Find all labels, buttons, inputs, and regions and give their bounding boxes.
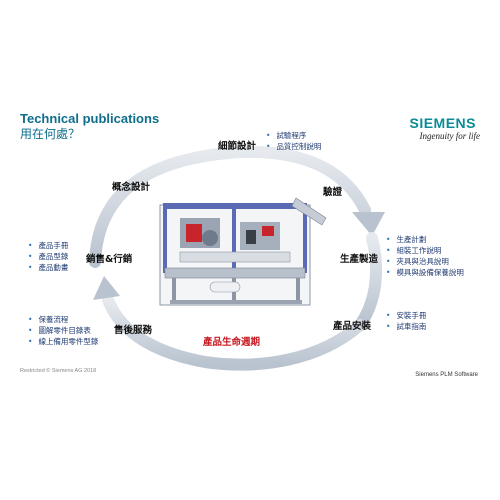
list-item: 試車指南 bbox=[386, 321, 426, 332]
list-item: 安裝手冊 bbox=[386, 310, 426, 321]
brand-tagline: Ingenuity for life bbox=[419, 131, 481, 141]
bullets-production: 生產計劃 組裝工作說明 夾具與治具說明 模具與設備保養說明 bbox=[386, 234, 464, 278]
stage-installation: 產品安裝 bbox=[333, 321, 372, 332]
list-item: 模具與設備保養說明 bbox=[386, 267, 464, 278]
list-item: 組裝工作說明 bbox=[386, 245, 464, 256]
bullets-detail-design: 試驗程序 品質控制說明 bbox=[266, 130, 321, 152]
page-subtitle: 用在何處？ bbox=[20, 127, 81, 141]
bullets-installation: 安裝手冊 試車指南 bbox=[386, 310, 426, 332]
cycle-arrow-top bbox=[89, 145, 371, 268]
stage-concept-design: 概念設計 bbox=[112, 182, 151, 193]
machine-illustration bbox=[159, 197, 327, 306]
stage-production: 生產製造 bbox=[340, 254, 379, 265]
cycle-arrowhead-right bbox=[352, 212, 385, 236]
list-item: 圖解零件目錄表 bbox=[28, 325, 98, 336]
cycle-arrow-right bbox=[356, 232, 383, 328]
copyright-notice: Restricted © Siemens AG 2018 bbox=[20, 368, 97, 374]
list-item: 線上備用零件型錄 bbox=[28, 336, 98, 347]
stage-detail-design: 細節設計 bbox=[218, 141, 257, 152]
bullets-after-sales: 保養流程 圖解零件目錄表 線上備用零件型錄 bbox=[28, 314, 98, 347]
list-item: 試驗程序 bbox=[266, 130, 321, 141]
cycle-arrowhead-left bbox=[93, 276, 120, 300]
stage-after-sales: 售後服務 bbox=[114, 325, 153, 336]
stage-verification: 驗證 bbox=[323, 187, 343, 198]
list-item: 保養流程 bbox=[28, 314, 98, 325]
list-item: 生產計劃 bbox=[386, 234, 464, 245]
list-item: 產品動畫 bbox=[28, 262, 68, 273]
stage-sales-marketing: 銷售&行銷 bbox=[86, 254, 133, 265]
bullets-sales-marketing: 產品手冊 產品型錄 產品動畫 bbox=[28, 240, 68, 273]
list-item: 品質控制說明 bbox=[266, 141, 321, 152]
siemens-logo: SIEMENS bbox=[409, 115, 476, 131]
cycle-arrow-bottom bbox=[102, 294, 366, 371]
footer-brand: Siemens PLM Software bbox=[415, 372, 478, 378]
page-title: Technical publications bbox=[20, 111, 160, 126]
list-item: 產品手冊 bbox=[28, 240, 68, 251]
list-item: 夾具與治具說明 bbox=[386, 256, 464, 267]
lifecycle-center-label: 產品生命週期 bbox=[203, 337, 261, 348]
list-item: 產品型錄 bbox=[28, 251, 68, 262]
